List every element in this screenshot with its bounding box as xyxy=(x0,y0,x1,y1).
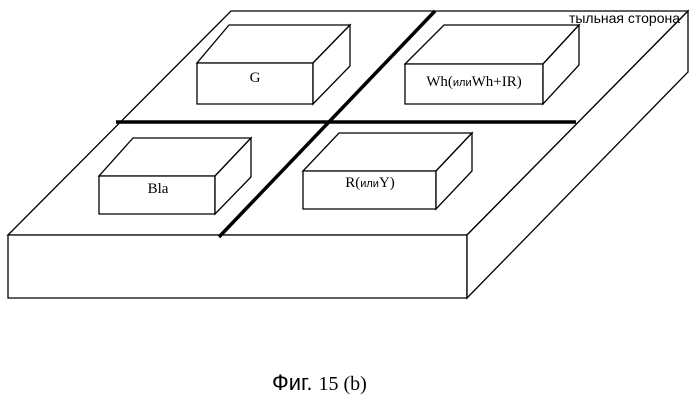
caption-prefix: Фиг. xyxy=(272,370,312,395)
pixel-label-g: G xyxy=(250,70,261,86)
figure-caption: Фиг. 15 (b) xyxy=(272,370,367,395)
pixel-label-r: R(илиY) xyxy=(345,175,395,191)
substrate-front-face xyxy=(8,235,467,298)
caption-number: 15 (b) xyxy=(318,373,366,395)
pixel-label-bla: Bla xyxy=(148,181,169,197)
pixel-label-wh: Wh(илиWh+IR) xyxy=(426,74,522,90)
pixel-block-r xyxy=(303,133,472,209)
back-side-label: тыльная сторона xyxy=(569,10,680,26)
